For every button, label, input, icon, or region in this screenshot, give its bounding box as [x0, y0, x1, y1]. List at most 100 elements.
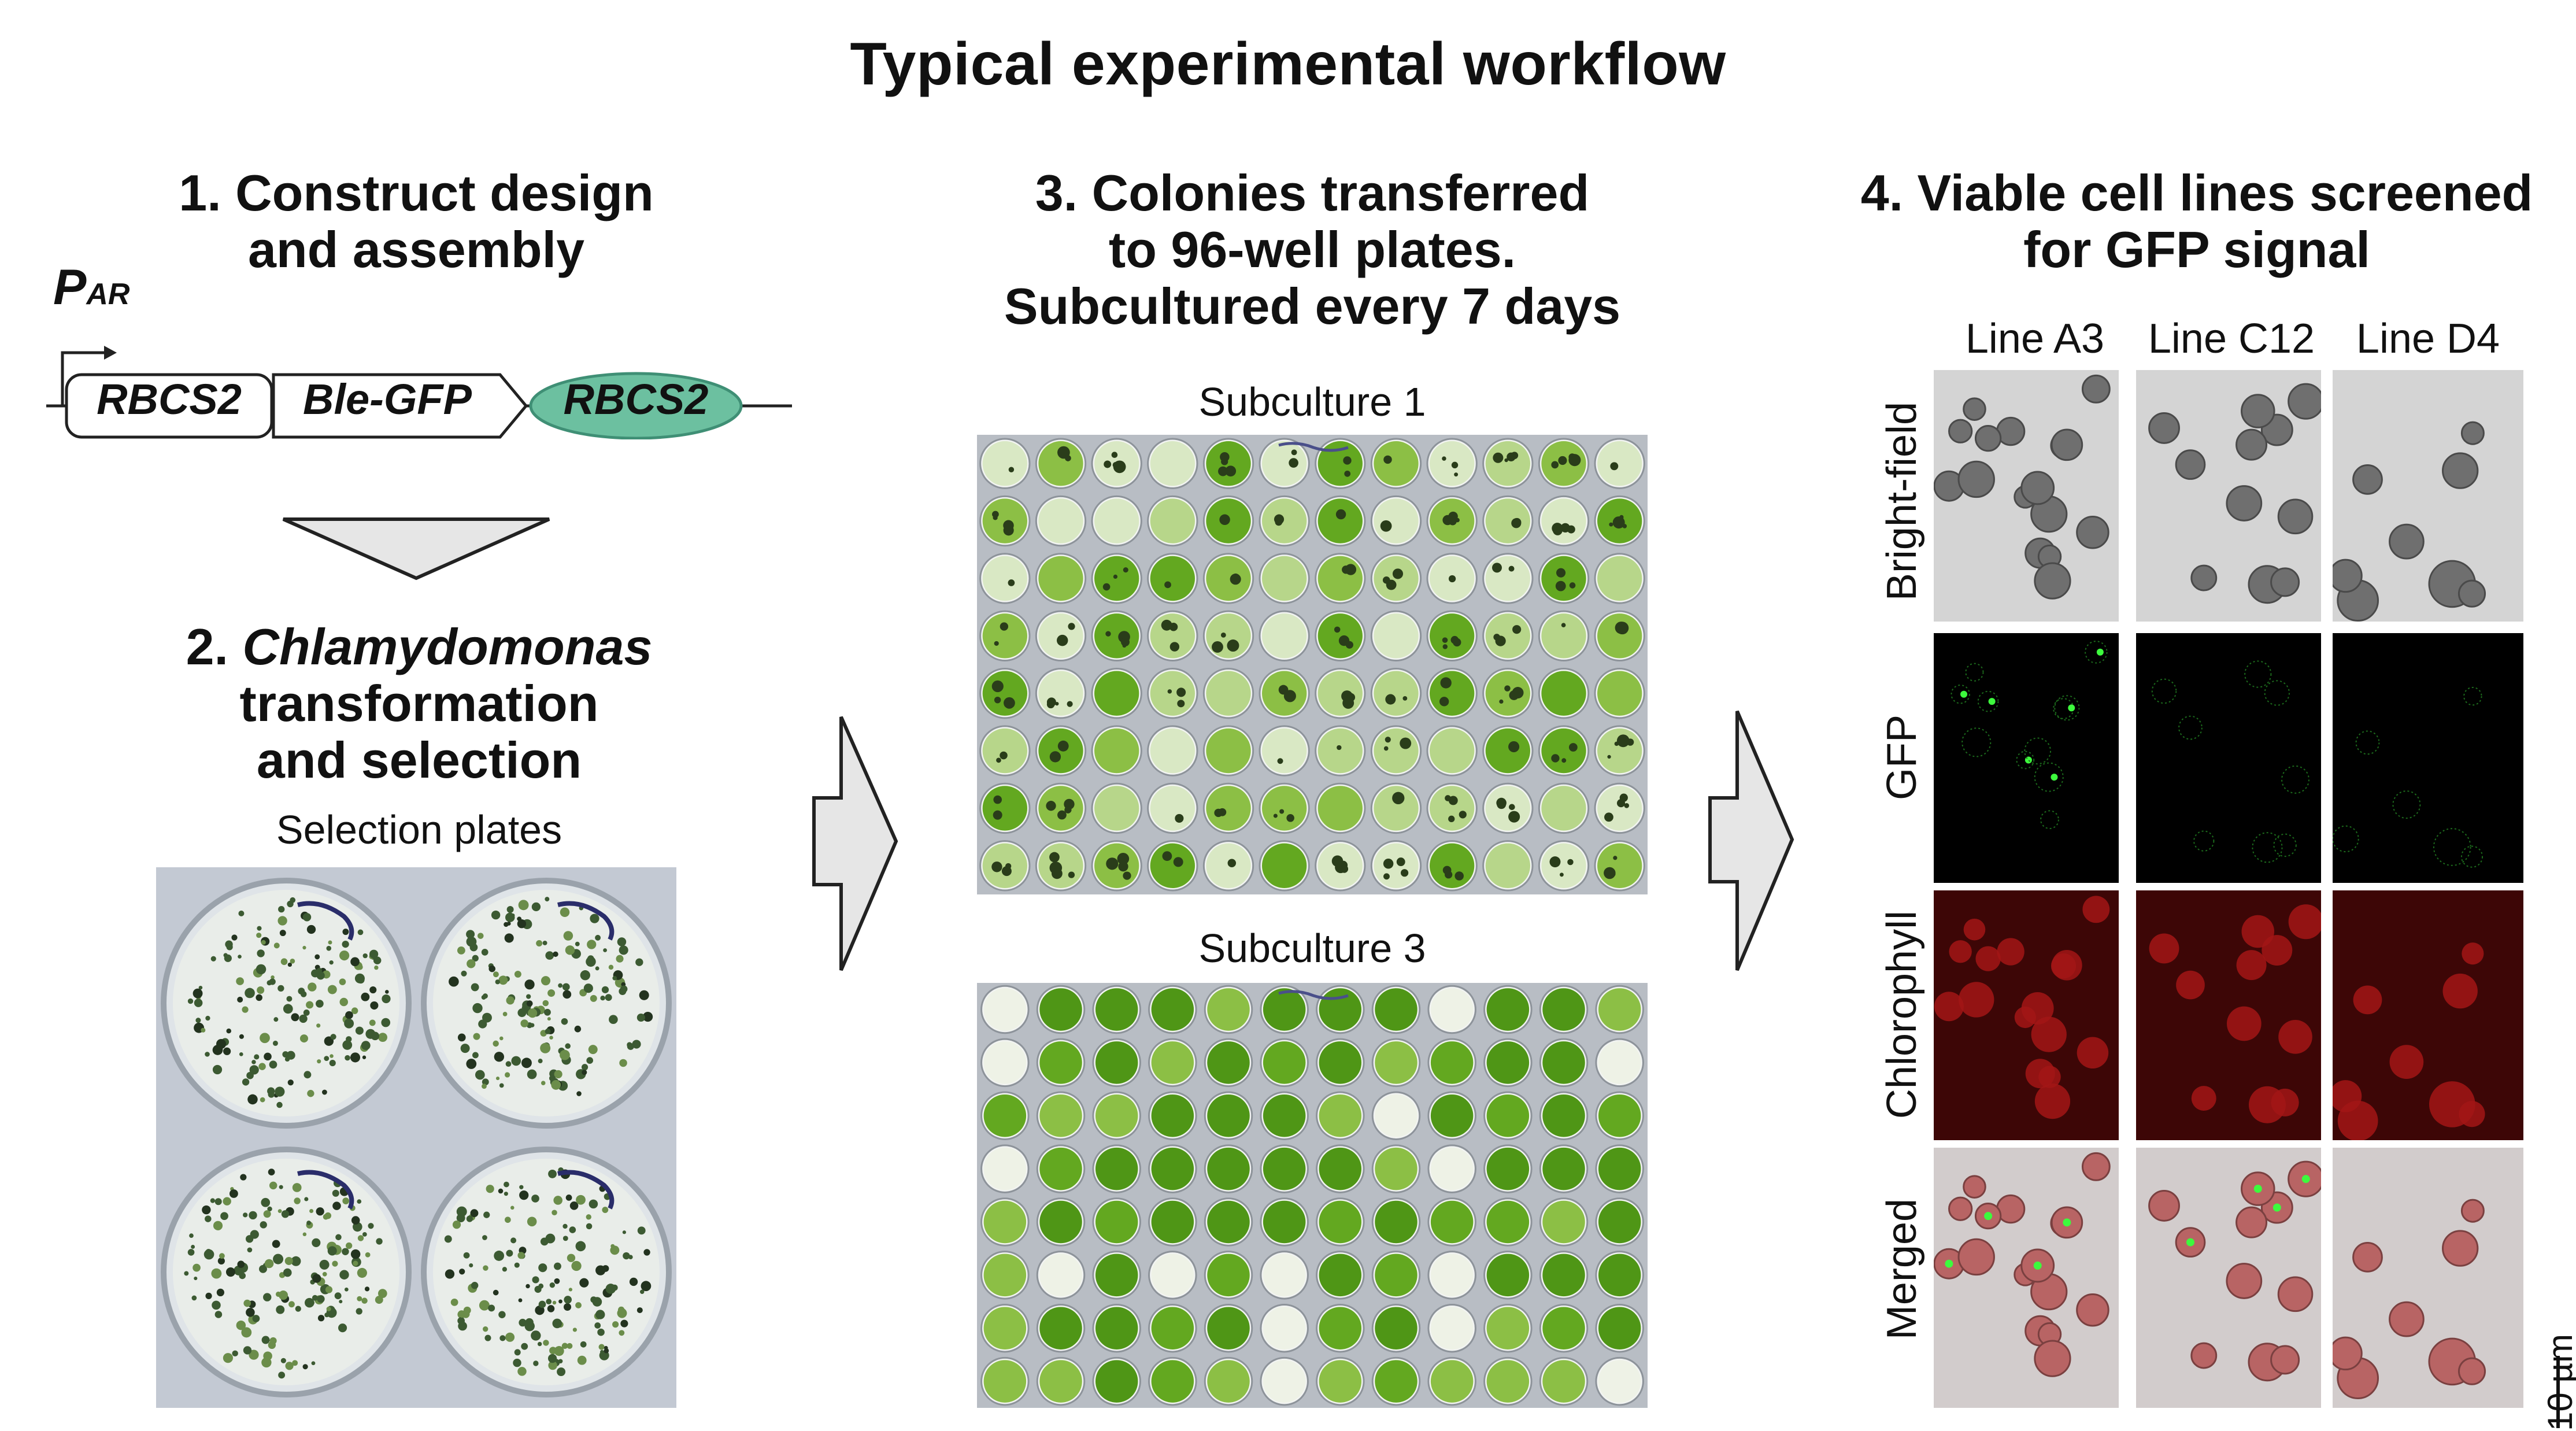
- well-culture: [1430, 1147, 1474, 1190]
- colony-dot: [1549, 856, 1561, 868]
- colony: [239, 1052, 243, 1056]
- colony: [312, 1274, 321, 1283]
- colony: [302, 945, 306, 950]
- colony: [369, 1019, 376, 1026]
- colony: [564, 1303, 572, 1311]
- well-culture: [1150, 843, 1195, 888]
- colony: [268, 1169, 275, 1176]
- gfp-spot: [2272, 1203, 2281, 1212]
- colony: [457, 1317, 465, 1325]
- colony: [242, 1006, 249, 1013]
- colony: [603, 948, 607, 952]
- colony: [504, 1192, 508, 1196]
- colony: [384, 990, 389, 994]
- well-culture: [983, 1307, 1027, 1349]
- well-culture: [1263, 1041, 1306, 1084]
- colony: [619, 988, 627, 995]
- colony: [311, 969, 320, 978]
- well-culture: [1374, 613, 1419, 659]
- colony: [569, 1201, 579, 1210]
- colony: [281, 1210, 290, 1218]
- colony: [260, 1033, 270, 1044]
- colony-dot: [1383, 873, 1390, 880]
- well-culture: [982, 786, 1027, 831]
- colony: [546, 1299, 552, 1305]
- colony: [212, 1300, 221, 1310]
- well-culture: [983, 1200, 1027, 1244]
- cell-merged: [2442, 1230, 2479, 1267]
- well-culture: [1597, 613, 1642, 659]
- well-culture: [1094, 786, 1139, 831]
- colony: [538, 1300, 546, 1308]
- well-culture: [1319, 988, 1362, 1031]
- colony: [263, 1293, 272, 1301]
- cell-merged: [1963, 1175, 1986, 1199]
- colony: [519, 1190, 529, 1200]
- colony-dot: [1448, 815, 1455, 822]
- cell-gfp-signal: [1977, 690, 1999, 712]
- colony: [252, 1315, 260, 1322]
- colony: [257, 949, 265, 957]
- gfp-spot: [2068, 704, 2075, 712]
- colony: [520, 1019, 528, 1027]
- colony: [548, 1360, 557, 1370]
- well-culture: [1542, 1200, 1585, 1244]
- colony-dot: [1442, 637, 1448, 643]
- colony: [325, 1286, 333, 1293]
- colony: [342, 1248, 349, 1255]
- colony: [498, 1188, 504, 1194]
- colony: [540, 1042, 551, 1053]
- step2-heading-line3: and selection: [256, 731, 582, 789]
- colony: [514, 1262, 520, 1268]
- colony: [498, 1311, 506, 1318]
- colony-dot: [1607, 755, 1611, 759]
- colony-dot: [1162, 851, 1172, 861]
- colony-dot: [1380, 520, 1392, 532]
- colony: [351, 1007, 358, 1014]
- colony: [329, 1060, 336, 1067]
- colony-dot: [1442, 866, 1452, 875]
- colony: [609, 1015, 618, 1025]
- micrograph-background: [2333, 890, 2523, 1140]
- cell: [2389, 523, 2425, 560]
- colony-dot: [1568, 454, 1581, 467]
- colony-dot: [1551, 754, 1560, 763]
- colony-dot: [1291, 449, 1297, 456]
- colony: [264, 1259, 274, 1269]
- colony: [292, 1360, 298, 1366]
- cell-chlorophyll: [2236, 950, 2267, 981]
- colony: [260, 1221, 267, 1229]
- well-culture: [1541, 556, 1586, 601]
- colony-dot: [1111, 452, 1118, 458]
- colony-dot: [1334, 626, 1341, 633]
- colony-dot: [1440, 677, 1452, 689]
- well-culture: [1598, 1041, 1641, 1084]
- colony: [514, 1349, 521, 1356]
- colony-dot: [1046, 801, 1056, 811]
- well-culture: [1262, 556, 1307, 601]
- well-culture: [1038, 498, 1083, 543]
- well-culture: [1317, 671, 1363, 716]
- colony: [362, 1232, 367, 1237]
- colony-dot: [1624, 803, 1630, 808]
- well-culture: [1317, 728, 1363, 774]
- step3-heading-line2: to 96-well plates.: [1108, 221, 1516, 278]
- colony: [459, 1269, 465, 1275]
- colony: [541, 1081, 546, 1085]
- colony: [239, 1272, 246, 1280]
- cell-chlorophyll: [2278, 1020, 2312, 1054]
- colony: [538, 1059, 543, 1064]
- well-culture: [1375, 1041, 1417, 1084]
- colony-dot: [1342, 565, 1350, 574]
- colony: [374, 965, 379, 970]
- column-label-line-a3: Line A3: [1965, 316, 2105, 362]
- colony: [257, 986, 265, 994]
- colony: [361, 992, 370, 1001]
- colony-dot: [1551, 461, 1559, 469]
- micrograph-background: [2333, 633, 2523, 883]
- colony-dot: [1400, 737, 1412, 749]
- petri-dish-agar: [433, 1159, 660, 1385]
- cell-gfp-signal: [2034, 762, 2064, 792]
- cell-gfp-signal: [2024, 737, 2052, 765]
- colony-dot: [1445, 795, 1451, 801]
